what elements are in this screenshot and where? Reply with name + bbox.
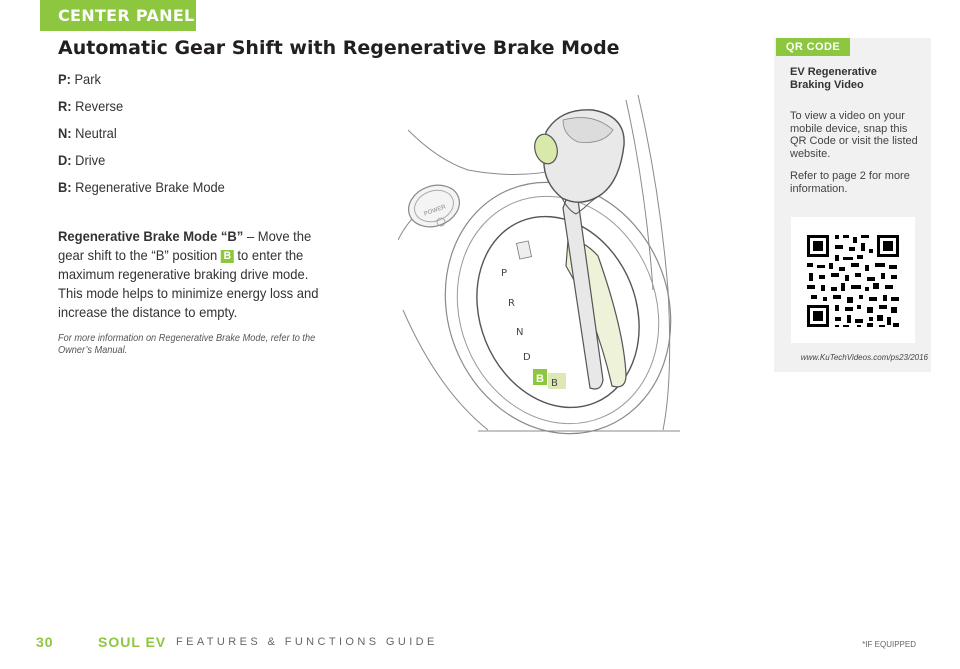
description-text-before: – Move the gear shift to the “B” positio…: [58, 228, 312, 263]
qr-tab: QR CODE: [776, 38, 850, 56]
gear-key: P:: [58, 71, 71, 87]
gear-list: P: Park R: Reverse N: Neutral D: Drive B…: [58, 70, 358, 205]
gate-label-p: P: [501, 268, 507, 279]
qr-code-image[interactable]: [791, 217, 915, 343]
gear-key: R:: [58, 98, 72, 114]
power-icon: [436, 217, 446, 227]
knob-button: [534, 133, 558, 165]
gear-item-park: P: Park: [58, 70, 334, 97]
gear-item-reverse: R: Reverse: [58, 97, 334, 124]
gear-key: D:: [58, 152, 72, 168]
description-text-after: to enter the maximum regenerative brakin…: [58, 247, 319, 320]
gear-shifter-illustration: POWER P R N D B B: [398, 94, 680, 435]
gear-item-neutral: N: Neutral: [58, 124, 334, 151]
gate-label-n: N: [516, 327, 523, 338]
gate-label-r: R: [508, 298, 515, 309]
gear-key: N:: [58, 125, 72, 141]
qr-title: EV Regenerative Braking Video: [790, 66, 877, 91]
page-title: Automatic Gear Shift with Regenerative B…: [58, 37, 620, 59]
footer-guide-title: FEATURES & FUNCTIONS GUIDE: [176, 636, 438, 648]
footer-brand: SOUL EV: [98, 634, 167, 650]
callout-marker: [533, 369, 547, 385]
footnote: For more information on Regenerative Bra…: [58, 333, 316, 356]
gear-label: Reverse: [75, 98, 124, 114]
gear-label: Regenerative Brake Mode: [75, 179, 225, 195]
callout-badge: B: [220, 250, 234, 263]
gear-label: Drive: [75, 152, 106, 168]
qr-code-icon: [807, 235, 899, 327]
gate-b-highlight: [548, 373, 566, 389]
footer-equipped-note: *IF EQUIPPED: [862, 640, 916, 649]
qr-reference: Refer to page 2 for more information.: [790, 170, 910, 195]
gear-label: Park: [74, 71, 101, 87]
page-number: 30: [36, 634, 54, 650]
brake-mode-description: Regenerative Brake Mode “B” – Move the g…: [58, 227, 332, 322]
gear-label: Neutral: [75, 125, 117, 141]
gear-key: B:: [58, 179, 72, 195]
gate-label-b: B: [551, 378, 558, 389]
description-heading: Regenerative Brake Mode “B”: [58, 228, 244, 244]
gear-item-drive: D: Drive: [58, 151, 334, 178]
section-tab: CENTER PANEL: [40, 0, 196, 31]
gear-item-brake-mode: B: Regenerative Brake Mode: [58, 178, 334, 205]
qr-url-link[interactable]: www.KuTechVideos.com/ps23/2016: [800, 353, 928, 362]
gate-label-d: D: [523, 352, 531, 363]
shift-lock-release: [515, 240, 533, 260]
qr-body: To view a video on your mobile device, s…: [790, 110, 918, 160]
callout-label: B: [536, 373, 544, 385]
